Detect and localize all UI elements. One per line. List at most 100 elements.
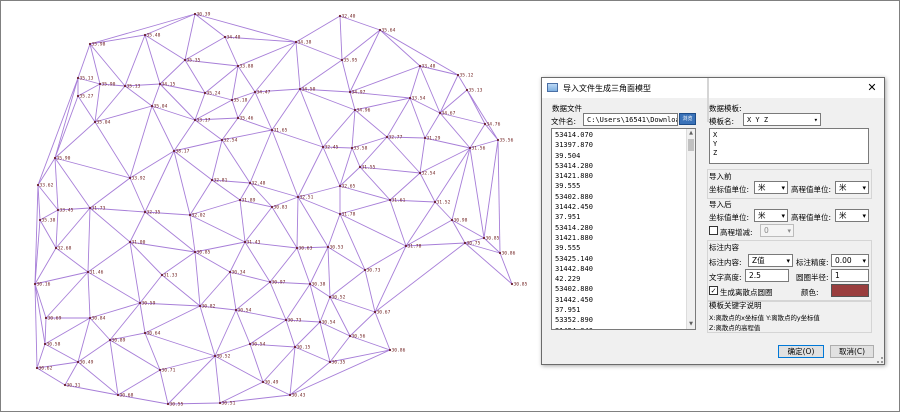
tin-edge xyxy=(297,196,341,215)
elevation-label: 33.92 xyxy=(132,176,146,182)
elevation-label: 30.52 xyxy=(332,295,346,301)
cancel-button[interactable]: 取消(C) xyxy=(830,345,874,358)
tin-point xyxy=(183,58,187,62)
tin-edge xyxy=(184,36,226,61)
tin-edge xyxy=(89,34,146,45)
elev-unit-after-select[interactable]: 米 ▾ xyxy=(835,209,869,222)
tin-point xyxy=(76,94,80,98)
tin-edge xyxy=(159,83,196,121)
tin-edge xyxy=(419,65,459,76)
gen-circle-checkbox[interactable]: ✓ xyxy=(709,286,718,295)
tin-point xyxy=(296,195,300,199)
tin-edge xyxy=(386,97,411,138)
tin-edge xyxy=(405,201,436,247)
tin-point xyxy=(44,316,48,320)
tin-point xyxy=(88,42,92,46)
tin-edge xyxy=(167,402,221,405)
browse-button[interactable]: 浏览 xyxy=(679,113,696,125)
tin-edge xyxy=(262,346,296,383)
file-content-row: 39.504 xyxy=(555,151,581,160)
tin-edge xyxy=(296,246,329,249)
tin-edge xyxy=(269,281,287,321)
elev-unit-before-value: 米 xyxy=(839,183,847,192)
elevation-label: 31.43 xyxy=(247,240,261,246)
elevation-label: 33.17 xyxy=(197,118,211,124)
ok-button[interactable]: 确定(O) xyxy=(778,345,824,358)
ann-content-select[interactable]: Z值 ▾ xyxy=(748,254,793,267)
tin-point xyxy=(418,64,422,68)
coord-unit-after-select[interactable]: 米 ▾ xyxy=(754,209,788,222)
elev-unit-before-select[interactable]: 米 ▾ xyxy=(835,181,869,194)
elev-increase-input[interactable]: 0 ▾ xyxy=(760,224,794,237)
elevation-label: 30.31 xyxy=(67,383,81,389)
elevation-label: 35.13 xyxy=(127,84,141,90)
tin-edge xyxy=(419,147,471,174)
tin-point xyxy=(193,118,197,122)
coord-unit-before-select[interactable]: 米 ▾ xyxy=(754,181,788,194)
tin-edge xyxy=(214,309,237,357)
elevation-label: 35.04 xyxy=(97,120,111,126)
elevation-label: 32.51 xyxy=(300,195,314,201)
tin-edge xyxy=(199,305,216,357)
elevation-label: 30.75 xyxy=(467,241,481,247)
elevation-label: 30.53 xyxy=(330,245,344,251)
elevation-label: 34.96 xyxy=(357,108,371,114)
tin-edge xyxy=(271,196,299,208)
elevation-label: 32.65 xyxy=(342,184,356,190)
tin-point xyxy=(248,181,252,185)
elev-increase-checkbox[interactable] xyxy=(709,226,718,235)
resize-grip[interactable] xyxy=(877,357,883,363)
tin-point xyxy=(108,338,112,342)
list-scrollbar[interactable]: ▲ ▼ xyxy=(686,129,695,329)
tin-edge xyxy=(466,89,499,141)
tin-point xyxy=(213,354,217,358)
scroll-down-arrow-icon[interactable]: ▼ xyxy=(689,321,693,327)
tin-edge xyxy=(319,321,351,337)
tin-edge xyxy=(87,241,131,273)
tin-edge xyxy=(89,43,101,85)
tin-edge xyxy=(55,247,89,273)
file-path-input[interactable]: C:\Users\16541\Downloads xyxy=(583,113,678,126)
tin-edge xyxy=(34,184,39,285)
tin-edge xyxy=(173,150,191,216)
elevation-label: 30.85 xyxy=(514,282,528,288)
close-button[interactable]: ✕ xyxy=(867,81,877,94)
template-name-select[interactable]: X Y Z ▾ xyxy=(743,113,821,126)
tin-edge xyxy=(322,146,341,187)
circle-radius-label: 圆圈半径: xyxy=(796,273,829,282)
elevation-label: 30.58 xyxy=(47,342,61,348)
color-picker[interactable] xyxy=(831,284,869,297)
tin-edge xyxy=(294,321,321,348)
elevation-label: 31.89 xyxy=(242,198,256,204)
scroll-thumb[interactable] xyxy=(688,139,694,151)
tin-edge xyxy=(297,196,329,248)
tin-point xyxy=(243,240,247,244)
circle-radius-input[interactable]: 1 xyxy=(831,269,869,282)
tin-edge xyxy=(77,317,91,363)
ann-precision-select[interactable]: 0.00 ▾ xyxy=(831,254,869,267)
tin-point xyxy=(76,76,80,80)
tin-edge xyxy=(89,43,126,87)
tin-point xyxy=(230,98,234,102)
tin-point xyxy=(53,156,57,160)
tin-point xyxy=(33,282,37,286)
tin-edge xyxy=(254,91,273,131)
scroll-up-arrow-icon[interactable]: ▲ xyxy=(689,130,693,136)
text-height-input[interactable]: 2.5 xyxy=(745,269,789,282)
dialog-titlebar[interactable]: 导入文件生成三角面模型 ✕ xyxy=(542,78,884,98)
tin-edge xyxy=(159,59,186,85)
tin-edge xyxy=(151,83,161,107)
tin-edge xyxy=(184,59,239,67)
tin-edge xyxy=(464,237,485,244)
ann-precision-value: 0.00 xyxy=(835,256,852,265)
tin-point xyxy=(116,393,120,397)
tin-edge xyxy=(194,251,231,273)
file-content-row: 53352.890 xyxy=(555,316,593,325)
tin-edge xyxy=(44,317,47,345)
elevation-label: 35.48 xyxy=(147,33,161,39)
tin-edge xyxy=(329,349,391,363)
tin-edge xyxy=(184,13,196,61)
